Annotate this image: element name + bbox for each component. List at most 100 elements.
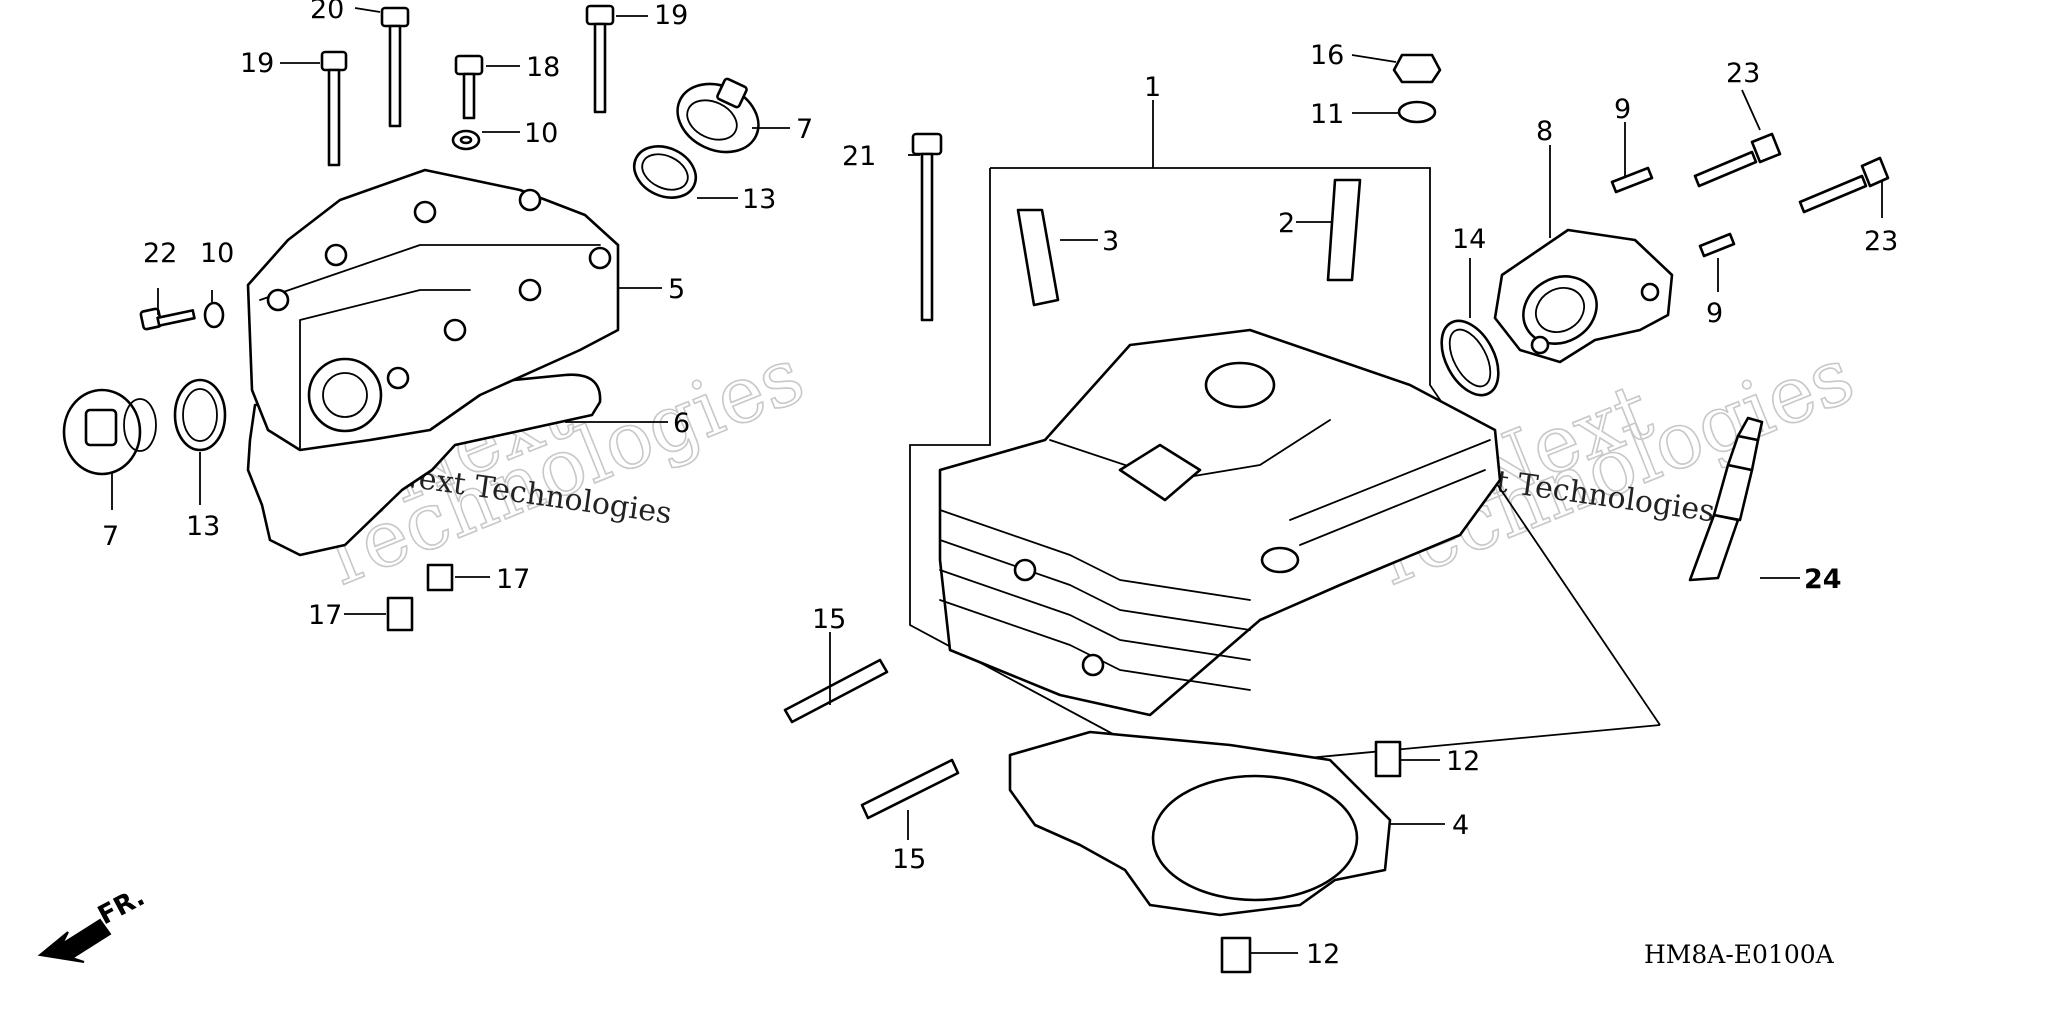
callout-18: 18: [526, 52, 560, 83]
bolt-23-lower: [1798, 156, 1890, 214]
callout-labels: 20 19 18 19 10 22 10 5 6 7 13 7 13 17 17…: [102, 0, 1898, 970]
washer-10-side: [203, 301, 225, 329]
callout-20: 20: [310, 0, 344, 25]
callout-5: 5: [668, 274, 685, 305]
o-ring-13-left-inner: [182, 388, 218, 442]
callout-10-top: 10: [524, 118, 558, 149]
dowel-12-right: [1374, 740, 1402, 778]
callout-7-top: 7: [796, 114, 813, 145]
callout-17-lower: 17: [308, 600, 342, 631]
cylinder-head: [938, 328, 1502, 717]
callout-17-upper: 17: [496, 564, 530, 595]
head-fin-2: [939, 539, 1251, 631]
callout-6: 6: [673, 408, 690, 439]
cap-7-top: [676, 77, 760, 154]
leader-lines: [111, 7, 1883, 954]
bolt-20: [380, 6, 410, 128]
washer-10-top-hole: [459, 135, 473, 145]
cover-boss-6: [386, 366, 410, 390]
front-arrow: FR.: [37, 882, 150, 963]
bolt-19-left: [320, 50, 348, 167]
cover-port-inner: [322, 372, 368, 418]
callout-15-upper: 15: [812, 604, 846, 635]
dowel-17-upper: [426, 563, 454, 592]
callout-2: 2: [1278, 208, 1295, 239]
callout-12-right: 12: [1446, 746, 1480, 777]
o-ring-13-top-inner: [641, 153, 689, 191]
callout-23-lower: 23: [1864, 226, 1898, 257]
cap-7-left: [62, 388, 157, 476]
head-port: [1204, 361, 1276, 409]
insulator-hole-2: [1530, 335, 1550, 355]
callout-23-upper: 23: [1726, 58, 1760, 89]
callout-13-top: 13: [742, 184, 776, 215]
stud-9-upper: [1610, 166, 1654, 194]
cover-boss-7: [443, 318, 467, 342]
cover-boss-8: [518, 278, 542, 302]
callout-9-upper: 9: [1614, 94, 1631, 125]
front-arrow-icon: [37, 918, 112, 963]
head-bolt-hole-2: [1081, 653, 1105, 677]
dowel-17-lower: [386, 596, 414, 632]
callout-10-side: 10: [200, 238, 234, 269]
cover-boss-4: [518, 188, 542, 212]
callout-16: 16: [1310, 40, 1344, 71]
bolt-18: [454, 54, 484, 120]
head-fin-5: [1289, 439, 1491, 521]
callout-15-lower: 15: [892, 844, 926, 875]
head-cover-ridge-2: [299, 289, 471, 451]
head-bolt-hole-1: [1013, 558, 1037, 582]
cover-boss-1: [266, 288, 290, 312]
bolt-23-upper: [1693, 132, 1782, 188]
cylinder-head-cover-group: [62, 4, 760, 632]
callout-13-left: 13: [186, 511, 220, 542]
head-gasket-bore: [1151, 774, 1359, 902]
head-fin-1: [939, 509, 1251, 601]
callout-3: 3: [1102, 226, 1119, 257]
callout-9-lower: 9: [1706, 298, 1723, 329]
stud-9-lower: [1698, 232, 1736, 258]
callout-8: 8: [1536, 116, 1553, 147]
insulator-port-inner: [1535, 287, 1585, 333]
head-top-edge: [1049, 419, 1331, 481]
head-fin-3: [939, 569, 1251, 661]
cylinder-head-group: [783, 53, 1764, 974]
diagram-code: HM8A-E0100A: [1644, 940, 1835, 969]
stud-15-lower: [860, 758, 960, 820]
insulator-hole-1: [1640, 282, 1660, 302]
bolt-19-right: [585, 4, 615, 114]
callout-11: 11: [1310, 99, 1344, 130]
callout-22: 22: [143, 238, 177, 269]
insulator-group: [1440, 132, 1890, 397]
bolt-21: [911, 132, 943, 322]
cover-boss-2: [324, 243, 348, 267]
callout-7-left: 7: [102, 521, 119, 552]
callout-12-bottom: 12: [1306, 939, 1340, 970]
callout-4: 4: [1452, 810, 1469, 841]
o-ring-14: [1440, 319, 1500, 397]
cam-boss: [1118, 443, 1202, 502]
dowel-12-bottom: [1220, 936, 1252, 974]
valve-guide-2: [1326, 178, 1362, 282]
o-ring-13-top: [632, 145, 698, 199]
callout-19-left: 19: [240, 48, 274, 79]
callout-14: 14: [1452, 224, 1486, 255]
head-fin-6: [1299, 469, 1486, 546]
callout-24: 24: [1804, 564, 1842, 595]
bolt-22: [139, 307, 196, 331]
head-cover-ridge: [259, 244, 601, 301]
washer-11: [1397, 100, 1437, 124]
cover-boss-5: [588, 246, 612, 270]
o-ring-14-inner: [1448, 328, 1492, 388]
nut-16: [1392, 53, 1442, 84]
stud-15-upper: [783, 658, 889, 724]
spark-plug-24: [1688, 416, 1764, 582]
valve-guide-3: [1016, 208, 1060, 307]
callout-1: 1: [1144, 72, 1161, 103]
callout-19-right: 19: [654, 0, 688, 31]
callout-21: 21: [842, 141, 876, 172]
spark-plug-hole: [1260, 546, 1300, 574]
cover-port: [307, 357, 383, 433]
cover-boss-3: [413, 200, 437, 224]
